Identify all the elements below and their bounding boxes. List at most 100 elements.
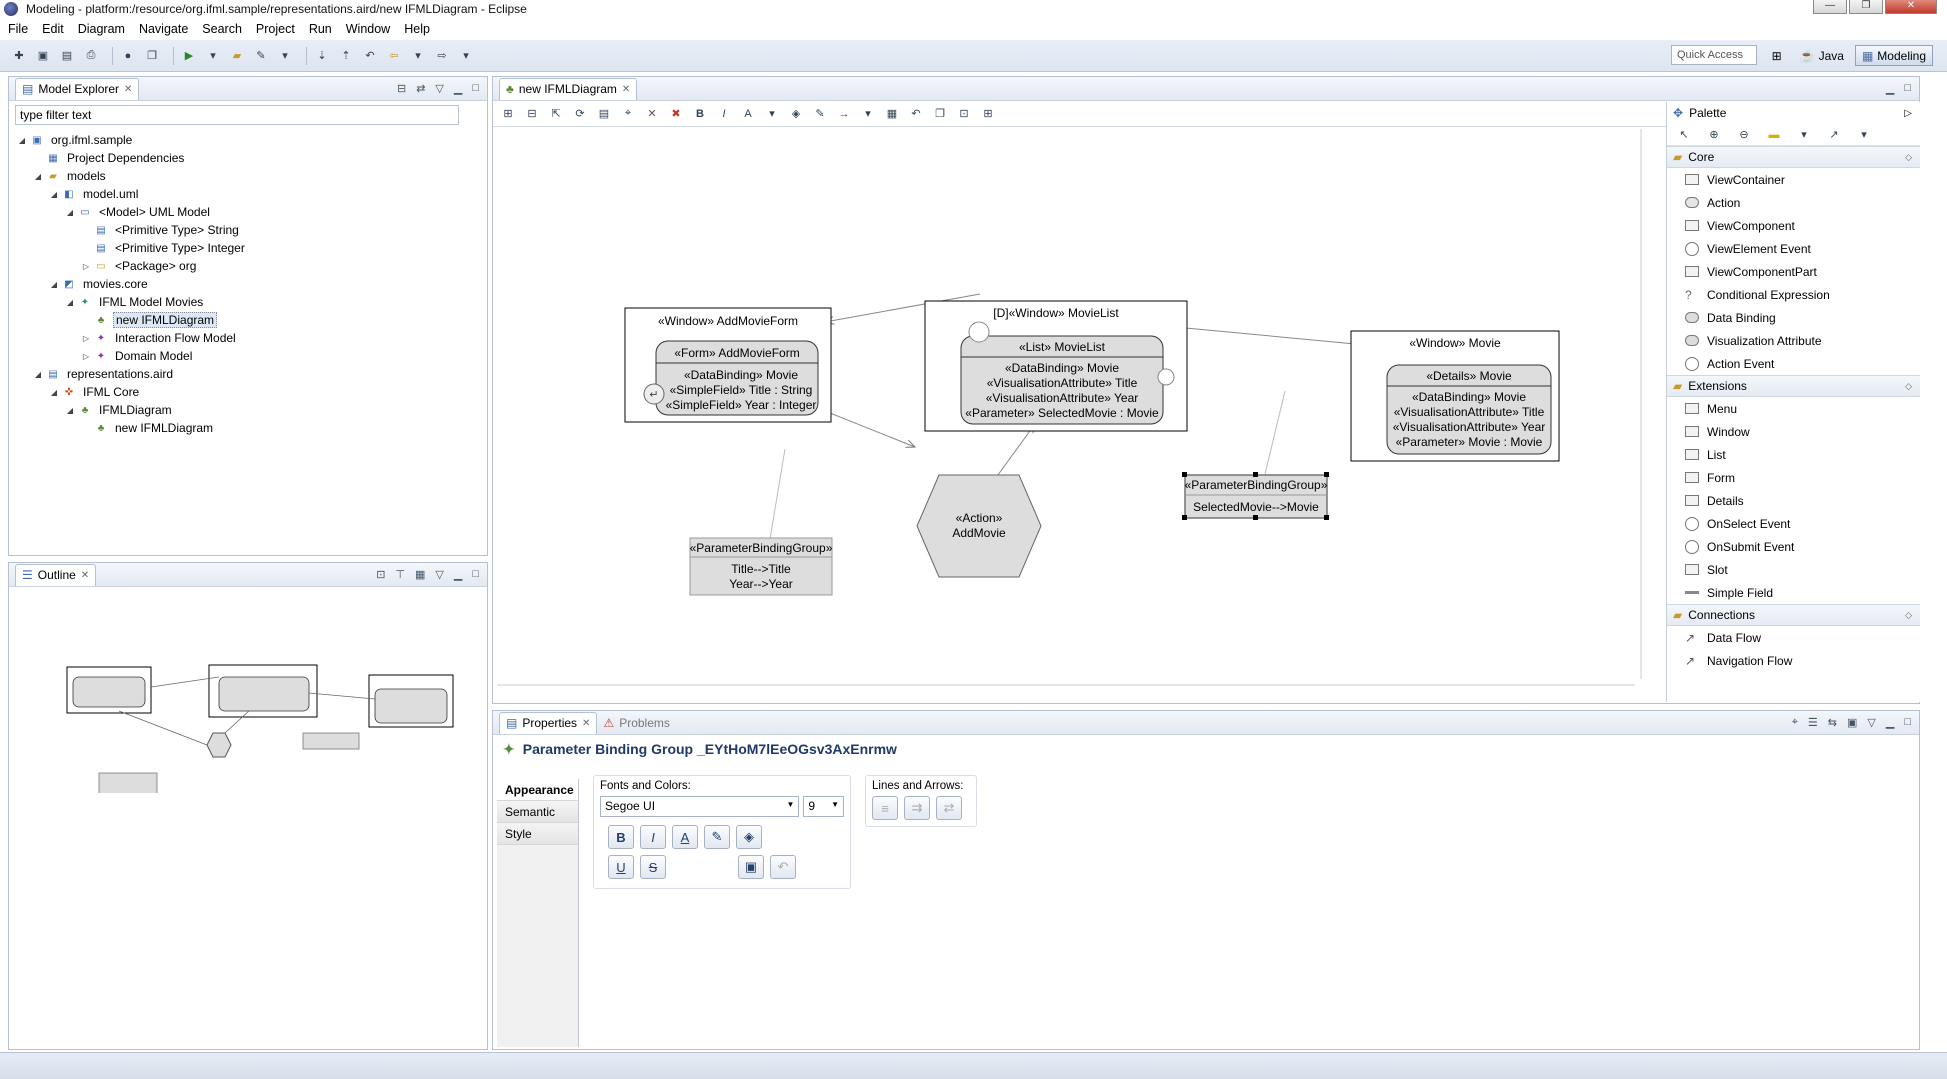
expand-icon[interactable]: ◢ (34, 171, 42, 181)
tree-node[interactable]: ◢▤representations.aird (9, 365, 487, 383)
last-edit-icon[interactable]: ↶ (365, 50, 375, 62)
menu-run[interactable]: Run (308, 22, 332, 36)
tab-outline[interactable]: ☰ Outline ✕ (15, 563, 97, 586)
palette-item[interactable]: ViewContainer (1667, 168, 1920, 191)
perspective-java[interactable]: ☕Java (1793, 45, 1851, 66)
arrow-style-icon[interactable]: → (838, 107, 850, 120)
note-dropdown-icon[interactable]: ▾ (1801, 129, 1807, 141)
tree-node[interactable]: ▤<Primitive Type> String (9, 221, 487, 239)
delete-model-icon[interactable]: ✖ (671, 108, 681, 120)
palette-item[interactable]: ↗Data Flow (1667, 626, 1920, 649)
minimize-view-icon[interactable]: ▁ (453, 83, 463, 95)
expand-icon[interactable]: ◢ (18, 135, 26, 145)
tree-node[interactable]: ▷✦Domain Model (9, 347, 487, 365)
menu-file[interactable]: File (8, 22, 29, 36)
drawer-toggle-icon[interactable]: ◇ (1905, 380, 1912, 391)
view-event-icon[interactable] (968, 321, 990, 343)
menu-edit[interactable]: Edit (42, 22, 64, 36)
palette-item[interactable]: Slot (1667, 558, 1920, 581)
tree-node[interactable]: ▦Project Dependencies (9, 149, 487, 167)
font-color-icon[interactable]: A (744, 107, 752, 120)
tree-node[interactable]: ◢▣org.ifml.sample (9, 131, 487, 149)
fill-color-button[interactable]: ◈ (736, 825, 762, 849)
tree-node[interactable]: ◢◩movies.core (9, 275, 487, 293)
show-categories-icon[interactable]: ☰ (1807, 717, 1818, 729)
diagram-overview[interactable] (59, 663, 459, 793)
window-add-movie-form[interactable]: «Window» AddMovieForm «Form» AddMovieFor… (624, 307, 832, 423)
close-button[interactable]: ✕ (1885, 0, 1937, 14)
open-perspective-button[interactable]: ⊞ (1765, 45, 1789, 66)
show-advanced-icon[interactable]: ⇆ (1827, 717, 1837, 729)
collapsed-icon[interactable]: ▷ (82, 351, 90, 361)
maximize-view-icon[interactable]: □ (1904, 82, 1911, 94)
view-menu-icon[interactable]: ▽ (1867, 717, 1876, 729)
new-icon[interactable]: ✚ (14, 50, 24, 62)
palette-item[interactable]: ViewComponent (1667, 214, 1920, 237)
select-event-icon[interactable] (1157, 368, 1175, 386)
open-folder-icon[interactable]: ▰ (232, 50, 242, 62)
expand-icon[interactable]: ◢ (50, 387, 58, 397)
collapse-palette-icon[interactable]: ▷ (1904, 107, 1912, 119)
submit-event-icon[interactable] (643, 383, 665, 405)
close-icon[interactable]: ✕ (80, 569, 90, 581)
filter-input[interactable]: type filter text (15, 105, 459, 125)
undo-style-icon[interactable]: ↶ (911, 108, 921, 120)
palette-item[interactable]: ?Conditional Expression (1667, 283, 1920, 306)
palette-item[interactable]: Form (1667, 466, 1920, 489)
menu-search[interactable]: Search (202, 22, 242, 36)
quick-access-input[interactable]: Quick Access (1671, 45, 1757, 65)
selection-handle[interactable] (1324, 472, 1329, 477)
tree-node[interactable]: ◢♣IFMLDiagram (9, 401, 487, 419)
prev-annotation-icon[interactable]: ⇡ (341, 50, 351, 62)
close-icon[interactable]: ✕ (124, 83, 133, 95)
tree-node[interactable]: ♣new IFMLDiagram (9, 311, 487, 329)
window-movie-list[interactable]: [D]«Window» MovieList «List» MovieList «… (924, 300, 1188, 432)
palette-item[interactable]: List (1667, 443, 1920, 466)
save-all-icon[interactable]: ▤ (61, 50, 73, 62)
forward-icon[interactable]: ⇨ (437, 50, 447, 62)
minimize-view-icon[interactable]: ▁ (1885, 83, 1895, 95)
palette-item[interactable]: OnSelect Event (1667, 512, 1920, 535)
style-icon[interactable]: ▦ (886, 108, 898, 120)
expand-icon[interactable]: ◢ (66, 405, 74, 415)
next-annotation-icon[interactable]: ⇣ (317, 50, 327, 62)
arrow-dropdown-icon[interactable]: ▾ (865, 108, 871, 120)
tree-mode-icon[interactable]: ⊤ (395, 569, 405, 581)
tab-model-explorer[interactable]: ▤ Model Explorer ✕ (15, 77, 140, 100)
navigation-flow-edge[interactable] (825, 293, 981, 322)
palette-item[interactable]: ViewComponentPart (1667, 260, 1920, 283)
run-dropdown-icon[interactable]: ▾ (210, 50, 216, 62)
palette-item[interactable]: Data Binding (1667, 306, 1920, 329)
navigation-flow-edge[interactable] (994, 424, 1035, 480)
palette-item[interactable]: OnSubmit Event (1667, 535, 1920, 558)
palette-item[interactable]: Details (1667, 489, 1920, 512)
tree-node[interactable]: ◢▭<Model> UML Model (9, 203, 487, 221)
menu-diagram[interactable]: Diagram (77, 22, 125, 36)
palette-item[interactable]: Menu (1667, 397, 1920, 420)
tree-node[interactable]: ◢▰models (9, 167, 487, 185)
overview-icon[interactable]: ⊡ (376, 569, 386, 581)
back-icon[interactable]: ⇦ (389, 50, 399, 62)
diagram-canvas[interactable]: «Window» AddMovieForm «Form» AddMovieFor… (495, 129, 1645, 689)
tab-new-ifml-diagram[interactable]: ♣ new IFMLDiagram ✕ (499, 77, 638, 100)
font-size-combo[interactable]: 9 ▼ (803, 796, 844, 817)
fill-color-icon[interactable]: ◈ (791, 108, 801, 120)
expand-icon[interactable]: ◢ (66, 207, 74, 217)
maximize-button[interactable]: ❐ (1849, 0, 1883, 14)
attachment-dropdown-icon[interactable]: ▾ (1861, 129, 1867, 141)
tree-node[interactable]: ◢✦IFML Model Movies (9, 293, 487, 311)
maximize-view-icon[interactable]: □ (472, 568, 479, 580)
menu-help[interactable]: Help (404, 22, 430, 36)
tab-properties[interactable]: ▤ Properties ✕ (499, 711, 598, 734)
perspective-modeling[interactable]: ▦Modeling (1854, 45, 1933, 66)
bold-button[interactable]: B (608, 825, 634, 849)
menu-navigate[interactable]: Navigate (138, 22, 189, 36)
note-attachment-icon[interactable]: ↗ (1829, 129, 1839, 141)
run-icon[interactable]: ▶ (184, 50, 194, 62)
palette-drawer[interactable]: ▰Connections◇ (1667, 604, 1920, 626)
copy-format-icon[interactable]: ❐ (935, 108, 945, 120)
expand-icon[interactable]: ◢ (34, 369, 42, 379)
save-icon[interactable]: ▣ (37, 50, 49, 62)
link-editor-icon[interactable]: ⇄ (416, 83, 426, 95)
reset-style-button[interactable]: ↶ (770, 855, 796, 879)
